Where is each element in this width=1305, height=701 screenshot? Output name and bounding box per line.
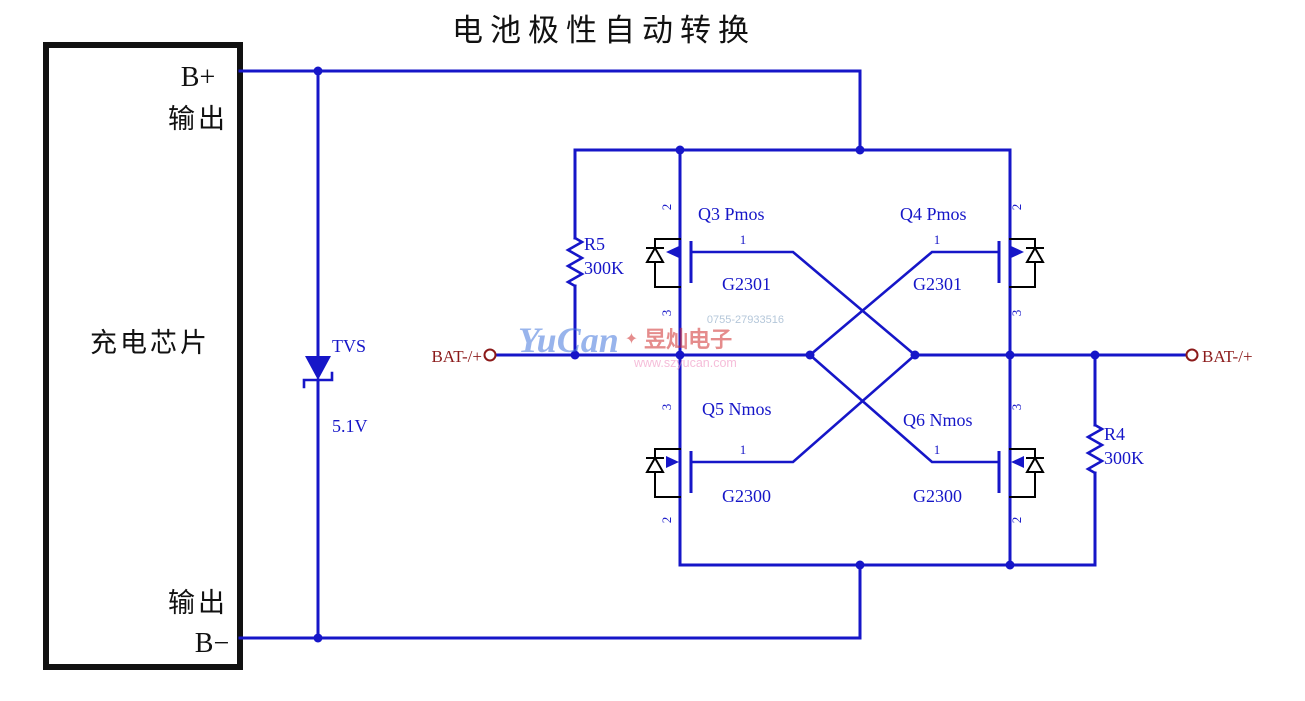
charger-output-bottom-label: 输出: [168, 588, 228, 618]
mosfet-q6: Q6 Nmos G2300 3 1 2: [903, 404, 1045, 524]
tvs-cathode-bar: [302, 371, 334, 389]
wire-q4-gate: [808, 250, 1001, 357]
bat-right-terminal-circle: [1185, 348, 1199, 362]
mosfet-q5: Q5 Nmos G2300 3 1 2: [645, 399, 772, 524]
q4-pin-bottom: 3: [1009, 310, 1024, 317]
q6-ref: Q6 Nmos: [903, 410, 973, 430]
q6-pin-bottom: 2: [1009, 517, 1024, 524]
wire-q5-gate: [689, 353, 917, 464]
r4-value: 300K: [1104, 448, 1144, 468]
net-bminus: [238, 563, 1097, 640]
q6-part: G2300: [913, 486, 962, 506]
q3-ref: Q3 Pmos: [698, 204, 765, 224]
q4-body-diode-triangle: [1025, 245, 1045, 263]
q5-channel-arrow: [666, 456, 679, 468]
r5-ref: R5: [584, 234, 605, 254]
tvs-value: 5.1V: [332, 416, 368, 436]
bat-left-terminal-circle: [483, 348, 497, 362]
charger-pin-bplus: B+: [181, 62, 215, 93]
q3-pin-top: 2: [659, 204, 674, 211]
q4-ref: Q4 Pmos: [900, 204, 967, 224]
resistor-r5: R5 300K: [565, 148, 624, 357]
q5-pin-bottom: 2: [659, 517, 674, 524]
junction-dots: [313, 66, 1100, 643]
q3-pin-gate: 1: [740, 232, 747, 247]
q3-body-diode-triangle: [645, 245, 665, 263]
junction-dot: [313, 633, 323, 643]
mosfet-q4: Q4 Pmos G2301 2 1 3: [900, 204, 1045, 317]
junction-dot: [805, 350, 815, 360]
q6-body-diode-wires: [1009, 448, 1036, 498]
q5-part: G2300: [722, 486, 771, 506]
charger-box: B+ 输出 充电芯片 输出 B−: [43, 42, 243, 670]
net-bplus: [238, 69, 1012, 152]
junction-dot: [1090, 350, 1100, 360]
bat-terminal-left: BAT-/+: [431, 347, 497, 366]
bat-left-label: BAT-/+: [431, 347, 482, 366]
tvs-triangle: [305, 356, 331, 380]
junction-dot: [570, 350, 580, 360]
mosfet-q3: Q3 Pmos G2301 2 1 3: [645, 204, 771, 317]
bat-right-label: BAT-/+: [1202, 347, 1253, 366]
r5-zigzag: [565, 236, 585, 288]
junction-dot: [313, 66, 323, 76]
r4-ref: R4: [1104, 424, 1125, 444]
junction-dot: [910, 350, 920, 360]
r5-value: 300K: [584, 258, 624, 278]
schematic-title: 电池极性自动转换: [452, 13, 756, 48]
r4-zigzag: [1085, 423, 1105, 475]
charger-name-label: 充电芯片: [90, 328, 210, 358]
tvs-ref: TVS: [332, 336, 366, 356]
q4-body-diode-wires: [1009, 238, 1036, 288]
q3-channel-arrow: [666, 246, 679, 258]
charger-output-top-label: 输出: [168, 104, 228, 134]
charger-box-outline: [43, 42, 243, 670]
junction-dot: [1005, 350, 1015, 360]
q3-part: G2301: [722, 274, 771, 294]
q5-body-diode-wires: [654, 448, 681, 498]
resistor-r4: R4 300K: [1085, 353, 1144, 567]
tvs-diode: TVS 5.1V: [302, 69, 368, 640]
gate-cross-coupling: [689, 250, 1001, 464]
junction-dot: [675, 350, 685, 360]
q5-pin-top: 3: [659, 404, 674, 411]
q5-ref: Q5 Nmos: [702, 399, 772, 419]
q4-part: G2301: [913, 274, 962, 294]
q5-pin-gate: 1: [740, 442, 747, 457]
q4-pin-gate: 1: [934, 232, 941, 247]
junction-dot: [855, 560, 865, 570]
bat-terminal-right: BAT-/+: [1185, 347, 1253, 366]
q6-pin-gate: 1: [934, 442, 941, 457]
q3-pin-bottom: 3: [659, 310, 674, 317]
q6-body-diode-triangle: [1025, 455, 1045, 473]
q5-body-diode-triangle: [645, 455, 665, 473]
junction-dot: [675, 145, 685, 155]
q6-pin-top: 3: [1009, 404, 1024, 411]
junction-dot: [1005, 560, 1015, 570]
q4-pin-top: 2: [1009, 204, 1024, 211]
q3-body-diode-wires: [654, 238, 681, 288]
wire-q6-gate: [808, 353, 1001, 464]
wire-q3-gate: [689, 250, 917, 357]
wire-bminus-bottom: [238, 563, 862, 640]
q4-channel-arrow: [1011, 246, 1024, 258]
wire-bplus-top: [238, 69, 862, 152]
q6-channel-arrow: [1011, 456, 1024, 468]
junction-dot: [855, 145, 865, 155]
charger-pin-bminus: B−: [195, 628, 229, 659]
